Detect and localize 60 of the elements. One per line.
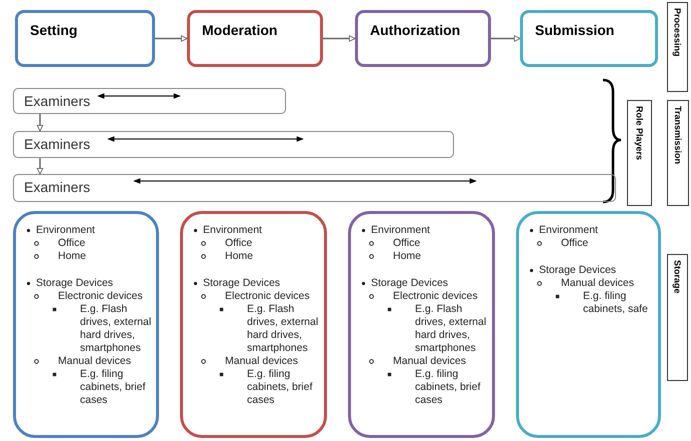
storage-box xyxy=(180,211,327,438)
arrow xyxy=(491,35,520,42)
category-label: Storage xyxy=(672,259,682,296)
list-item: Manual devices xyxy=(357,355,486,368)
list-item: Electronic devices xyxy=(189,290,318,303)
list-item: Office xyxy=(525,237,652,250)
list-item: E.g. Flash drives, external hard drives, smartphones xyxy=(189,303,327,355)
stage-title: Setting xyxy=(30,22,78,38)
role-label: Examiners xyxy=(24,179,90,195)
stage-title: Moderation xyxy=(202,22,278,38)
list-item: Storage Devices xyxy=(357,277,486,290)
role-bar xyxy=(13,88,286,114)
category-box xyxy=(667,2,688,92)
category-box xyxy=(667,100,689,206)
list-item: Storage Devices xyxy=(22,277,150,290)
list-item: Home xyxy=(357,250,486,263)
list-item: Office xyxy=(189,237,318,250)
storage-box xyxy=(516,211,661,438)
role-label: Examiners xyxy=(24,136,90,152)
list-item: E.g. filing cabinets, brief cases xyxy=(22,368,160,407)
stage-box xyxy=(355,10,491,67)
storage-box xyxy=(13,211,159,438)
stage-title: Authorization xyxy=(370,22,460,38)
list-item: Storage Devices xyxy=(189,277,318,290)
list-item: E.g. filing cabinets, safe xyxy=(525,290,663,316)
list-item: Office xyxy=(22,237,150,250)
stage-title: Submission xyxy=(535,22,614,38)
arrow xyxy=(36,158,44,174)
role-bar xyxy=(13,131,454,158)
list-item: E.g. Flash drives, external hard drives, smartphones xyxy=(22,303,160,355)
list-item: Environment xyxy=(357,224,486,237)
list-item: Manual devices xyxy=(525,277,652,290)
stage-box xyxy=(187,10,323,67)
category-label: Role Players xyxy=(634,105,644,162)
category-box xyxy=(667,254,688,381)
list-item: Environment xyxy=(22,224,150,237)
arrow xyxy=(155,35,188,42)
list-item: Electronic devices xyxy=(357,290,486,303)
list-item: E.g. filing cabinets, brief cases xyxy=(357,368,495,407)
list-item: E.g. filing cabinets, brief cases xyxy=(189,368,327,407)
role-label: Examiners xyxy=(24,93,90,109)
list-item: Environment xyxy=(189,224,318,237)
list-item: Office xyxy=(357,237,486,250)
stage-box xyxy=(15,10,155,67)
category-label: Transmission xyxy=(673,105,683,166)
arrow xyxy=(36,114,44,132)
list-item: Manual devices xyxy=(189,355,318,368)
role-bar xyxy=(13,174,616,202)
storage-box xyxy=(348,211,495,438)
stage-box xyxy=(520,10,658,67)
arrow xyxy=(323,35,356,42)
list-item: Home xyxy=(189,250,318,263)
list-item: Home xyxy=(22,250,150,263)
category-box xyxy=(627,100,652,206)
list-item: Electronic devices xyxy=(22,290,150,303)
list-item: E.g. Flash drives, external hard drives, smartphones xyxy=(357,303,495,355)
category-label: Processing xyxy=(672,7,682,59)
list-item: Storage Devices xyxy=(525,264,652,277)
list-item: Environment xyxy=(525,224,652,237)
list-item: Manual devices xyxy=(22,355,150,368)
